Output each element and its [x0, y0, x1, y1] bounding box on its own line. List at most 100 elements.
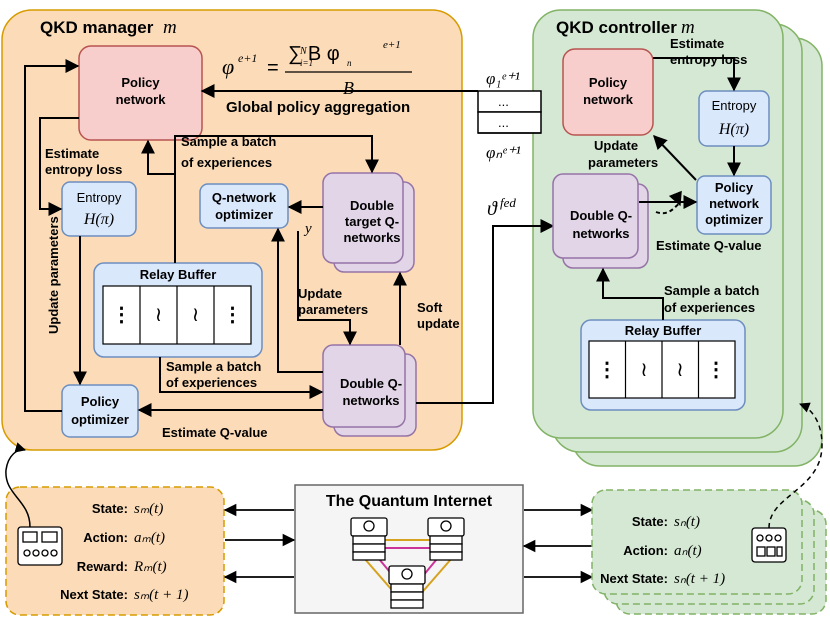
- double-target-line2: target Q-: [345, 214, 399, 229]
- double-target-line3: networks: [343, 230, 400, 245]
- controller-pno-line1: Policy: [715, 180, 754, 195]
- controller-double-q-line2: networks: [572, 226, 629, 241]
- controller-policy-network[interactable]: Policy network: [562, 48, 654, 136]
- qnetwork-optimizer[interactable]: Q-network optimizer: [199, 183, 289, 229]
- manager-policy-network-line2: network: [116, 92, 167, 107]
- server-icon-left: [350, 517, 388, 561]
- soft-update-line2: update: [417, 316, 460, 331]
- phi-n-label: φₙᵉ⁺¹: [486, 143, 521, 162]
- manager-sample-batch-top-line2: of experiences: [181, 155, 272, 170]
- controller-double-qnetworks[interactable]: Double Q- networks: [552, 173, 649, 269]
- server-icon-bottom: [388, 565, 426, 609]
- theta-fed-label: ϑ: [487, 198, 498, 220]
- manager-title: QKD manager m: [40, 17, 177, 38]
- controller-policy-network-optimizer[interactable]: Policy network optimizer: [696, 175, 772, 235]
- manager-env-panel: State: sₘ(t) Action: aₘ(t) Reward: Rₘ(t)…: [5, 486, 225, 616]
- right-next-state-value: sₙ(t + 1): [674, 571, 725, 587]
- qnetwork-optimizer-line1: Q-network: [212, 190, 277, 205]
- manager-update-parameters-line1: Update: [298, 286, 342, 301]
- manager-estimate-entropy-line2: entropy loss: [45, 162, 122, 177]
- controller-estimate-entropy-line2: entropy loss: [670, 52, 747, 67]
- manager-title-text: QKD manager: [40, 18, 154, 37]
- controller-double-q-line1: Double Q-: [570, 208, 632, 223]
- manager-update-parameters-line2: parameters: [298, 302, 368, 317]
- right-state-label: State:: [632, 514, 668, 529]
- manager-sample-batch-bottom-line1: Sample a batch: [166, 359, 261, 374]
- left-state-label: State:: [92, 501, 128, 516]
- manager-sample-batch-top-line1: Sample a batch: [181, 134, 276, 149]
- manager-relay-buffer-title: Relay Buffer: [140, 267, 217, 282]
- controller-buffer-cell-2: ≀: [640, 359, 648, 381]
- control-panel-icon-left: [17, 526, 63, 566]
- manager-buffer-cell-2: ≀: [155, 304, 163, 326]
- right-state-value: sₙ(t): [674, 514, 700, 530]
- server-icon-right: [427, 517, 465, 561]
- manager-policy-optimizer[interactable]: Policy optimizer: [61, 384, 139, 438]
- controller-policy-line1: Policy: [589, 75, 628, 90]
- controller-update-params-line1: Update: [594, 138, 638, 153]
- controller-sample-batch-line2: of experiences: [664, 300, 755, 315]
- controller-relay-buffer-title: Relay Buffer: [625, 323, 702, 338]
- left-reward-value: Rₘ(t): [133, 559, 167, 575]
- formula-numerator: ∑ B φ: [288, 43, 340, 65]
- manager-buffer-cell-1: ⋮: [112, 304, 132, 326]
- manager-estimate-entropy-line1: Estimate: [45, 146, 99, 161]
- manager-sample-batch-bottom-line2: of experiences: [166, 375, 257, 390]
- double-target-qnetworks[interactable]: Double target Q- networks: [322, 172, 415, 273]
- manager-policy-network-line1: Policy: [121, 75, 160, 90]
- manager-double-q-line1: Double Q-: [340, 376, 402, 391]
- left-reward-label: Reward:: [77, 559, 128, 574]
- manager-arrows: [24, 59, 555, 417]
- manager-entropy-box[interactable]: Entropy H(π): [61, 181, 137, 237]
- quantum-internet-panel: The Quantum Internet: [294, 484, 524, 614]
- controller-update-params-line2: parameters: [588, 155, 658, 170]
- manager-buffer-cell-4: ⋮: [223, 304, 243, 326]
- manager-relay-buffer[interactable]: Relay Buffer ⋮ ≀ ≀ ⋮: [93, 262, 263, 358]
- controller-entropy-value: H(π): [718, 121, 749, 138]
- controller-env-stack: State: sₙ(t) Action: aₙ(t) Next State: s…: [591, 489, 827, 615]
- right-link-arrow: [768, 402, 823, 529]
- controller-sample-batch-line1: Sample a batch: [664, 283, 759, 298]
- controller-arrows: [596, 57, 741, 320]
- controller-estimate-q-value: Estimate Q-value: [656, 238, 762, 253]
- formula-sum-top: N: [299, 46, 308, 57]
- policy-optimizer-line2: optimizer: [71, 412, 129, 427]
- theta-fed-sup: fed: [500, 195, 516, 210]
- formula-denominator: B: [343, 78, 354, 98]
- manager-double-qnetworks[interactable]: Double Q- networks: [322, 344, 417, 437]
- manager-update-parameters-vertical: Update parameters: [46, 216, 61, 334]
- manager-estimate-q-value: Estimate Q-value: [162, 425, 268, 440]
- dots-1: ...: [498, 94, 509, 109]
- left-action-label: Action:: [83, 530, 128, 545]
- controller-policy-line2: network: [583, 92, 634, 107]
- quantum-internet-title: The Quantum Internet: [326, 493, 493, 510]
- controller-title-text: QKD controller: [556, 18, 677, 37]
- formula-sup: e+1: [383, 39, 401, 51]
- control-panel-icon-right: [751, 527, 787, 563]
- right-action-value: aₙ(t): [674, 543, 702, 559]
- left-next-state-label: Next State:: [60, 587, 128, 602]
- manager-entropy-label: Entropy: [77, 190, 122, 205]
- controller-title-var: m: [681, 17, 695, 38]
- controller-entropy-box[interactable]: Entropy H(π): [698, 90, 770, 147]
- manager-title-var: m: [163, 17, 177, 38]
- manager-policy-network[interactable]: Policy network: [78, 45, 203, 141]
- manager-buffer-cell-3: ≀: [192, 304, 200, 326]
- dots-2: ...: [498, 115, 509, 130]
- controller-relay-buffer[interactable]: Relay Buffer ⋮ ≀ ≀ ⋮: [580, 319, 746, 411]
- controller-buffer-cell-4: ⋮: [706, 359, 726, 381]
- qnetwork-optimizer-line2: optimizer: [215, 207, 273, 222]
- double-target-line1: Double: [350, 198, 394, 213]
- y-label: y: [303, 221, 312, 237]
- formula-equals: =: [267, 57, 279, 79]
- left-action-value: aₘ(t): [134, 530, 165, 546]
- controller-pno-line2: network: [709, 196, 760, 211]
- controller-entropy-label: Entropy: [712, 98, 757, 113]
- global-policy-aggregation-label: Global policy aggregation: [226, 99, 410, 116]
- manager-entropy-value: H(π): [83, 211, 114, 228]
- aggregation-formula: φ e+1 = N ∑ B φ i=1 n e+1 B: [222, 39, 412, 98]
- parameter-exchange: ... ... φ₁ᵉ⁺¹ φₙᵉ⁺¹ ϑ fed: [477, 69, 542, 220]
- formula-lhs-sup: e+1: [238, 51, 257, 65]
- right-next-state-label: Next State:: [600, 571, 668, 586]
